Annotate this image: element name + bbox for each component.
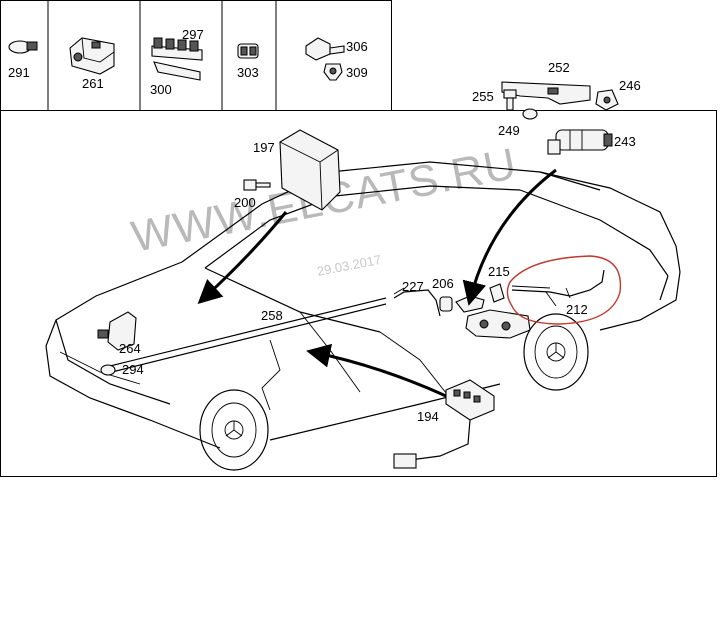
front-wheel xyxy=(199,389,269,471)
switch-194 xyxy=(393,379,495,469)
part-label-291: 291 xyxy=(8,65,30,80)
grommet-246 xyxy=(595,89,619,111)
bolt-255 xyxy=(503,89,517,111)
bracket-264 xyxy=(97,311,137,351)
clamp-291-icon xyxy=(8,40,38,54)
callout-255: 255 xyxy=(472,89,494,104)
hose-227 xyxy=(393,289,441,317)
part-label-300: 300 xyxy=(150,82,172,97)
callout-246: 246 xyxy=(619,78,641,93)
part-label-309: 309 xyxy=(346,65,368,80)
hose-212 xyxy=(511,269,605,297)
callout-200: 200 xyxy=(234,195,256,210)
line-258 xyxy=(109,297,387,367)
callout-206: 206 xyxy=(432,276,454,291)
rear-wheel xyxy=(523,313,589,391)
screw-200 xyxy=(243,179,271,191)
arrow-197-to-dash xyxy=(197,211,288,305)
actuator-assembly xyxy=(465,309,531,339)
strap-300-icon xyxy=(153,61,201,81)
clip-206 xyxy=(439,296,453,312)
callout-215: 215 xyxy=(488,264,510,279)
arrow-194-to-cabin xyxy=(306,343,447,398)
part-label-303: 303 xyxy=(237,65,259,80)
bracket-306-icon xyxy=(305,37,345,61)
nut-309-icon xyxy=(323,63,343,81)
part-label-261: 261 xyxy=(82,76,104,91)
callout-227: 227 xyxy=(402,279,424,294)
main-diagram-frame xyxy=(0,110,717,477)
bracket-261-icon xyxy=(69,37,115,75)
callout-264: 264 xyxy=(119,341,141,356)
washer-249 xyxy=(522,108,538,120)
callout-197: 197 xyxy=(253,140,275,155)
arrow-243-to-reservoir xyxy=(462,168,557,306)
callout-194: 194 xyxy=(417,409,439,424)
callout-252: 252 xyxy=(548,60,570,75)
clip-294 xyxy=(100,364,116,376)
part-label-297: 297 xyxy=(182,27,204,42)
part-label-306: 306 xyxy=(346,39,368,54)
parts-strip: 291 261 297 300 303 xyxy=(0,0,392,111)
clip-303-icon xyxy=(237,43,259,59)
callout-249: 249 xyxy=(498,123,520,138)
callout-212: 212 xyxy=(566,302,588,317)
pump-243 xyxy=(547,129,613,155)
callout-243: 243 xyxy=(614,134,636,149)
control-unit-197 xyxy=(279,129,341,211)
callout-294: 294 xyxy=(122,362,144,377)
clip-rack-297-icon xyxy=(151,37,203,61)
highlight-ellipse xyxy=(506,255,622,325)
watermark-date: 29.03.2017 xyxy=(316,252,383,279)
cap-215 xyxy=(489,283,505,303)
callout-258: 258 xyxy=(261,308,283,323)
